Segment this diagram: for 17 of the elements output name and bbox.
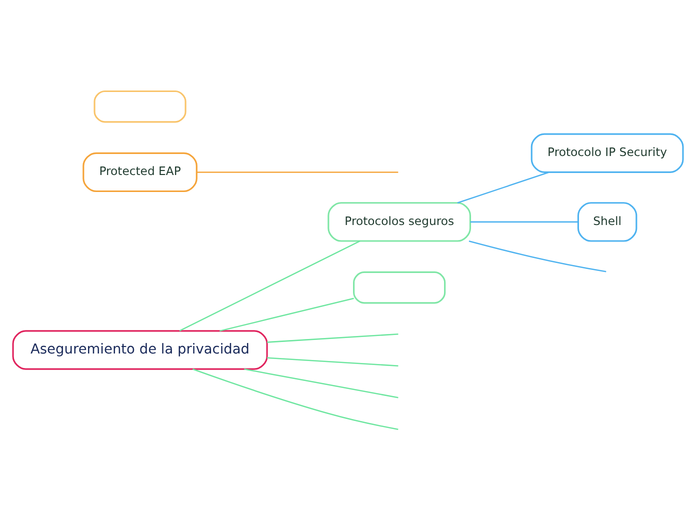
- connector: [267, 356, 398, 366]
- connector: [192, 368, 398, 430]
- node-box: [353, 270, 446, 304]
- connector: [267, 333, 398, 342]
- connector: [468, 240, 606, 272]
- node-box: Protocolo IP Security: [530, 132, 684, 172]
- node-box: Protocolos seguros: [328, 202, 472, 242]
- node-box: Aseguremiento de la privacidad: [12, 330, 268, 370]
- node-box: [94, 90, 186, 122]
- connector: [220, 297, 354, 332]
- connector: [179, 240, 360, 331]
- connector: [470, 220, 578, 222]
- node-box: Shell: [577, 202, 638, 242]
- connector: [457, 171, 550, 203]
- connector: [196, 171, 398, 172]
- node-box: Protected EAP: [82, 152, 198, 192]
- connector: [244, 368, 398, 398]
